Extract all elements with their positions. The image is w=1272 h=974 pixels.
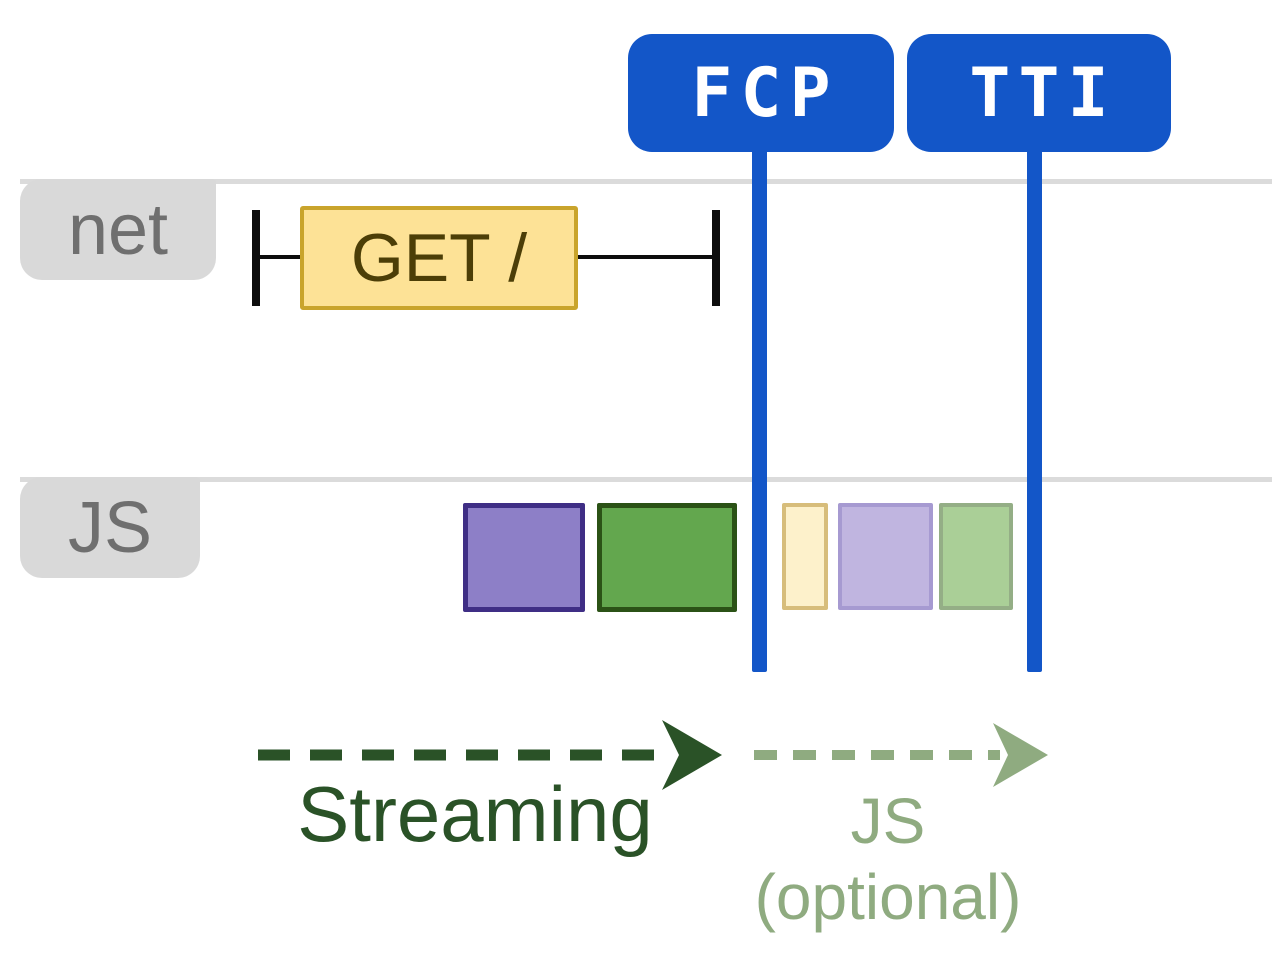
js-optional-arrow bbox=[754, 723, 1048, 787]
js-lane-label: JS bbox=[67, 487, 153, 568]
js-task-block bbox=[597, 503, 737, 612]
fcp-badge: FCP bbox=[628, 34, 894, 152]
request-box: GET / bbox=[300, 206, 578, 310]
js-task-block bbox=[939, 503, 1013, 610]
js-lane-tab: JS bbox=[20, 477, 200, 578]
js-task-block bbox=[782, 503, 828, 610]
js-lane-line bbox=[20, 477, 1272, 482]
net-lane-line bbox=[20, 179, 1272, 184]
js-task-block bbox=[838, 503, 933, 610]
net-lane-label: net bbox=[67, 189, 169, 270]
streaming-phase-label: Streaming bbox=[297, 770, 653, 858]
tti-badge: TTI bbox=[907, 34, 1171, 152]
request-start-tick bbox=[252, 210, 260, 306]
tti-marker-line bbox=[1027, 140, 1042, 672]
js-optional-phase-label: JS bbox=[850, 785, 926, 857]
fcp-badge-label: FCP bbox=[691, 53, 839, 133]
fcp-marker-line bbox=[752, 140, 767, 672]
request-end-tick bbox=[712, 210, 720, 306]
request-label: GET / bbox=[350, 220, 528, 296]
js-task-block bbox=[463, 503, 585, 612]
tti-badge-label: TTI bbox=[969, 53, 1117, 133]
net-lane-tab: net bbox=[20, 179, 216, 280]
js-optional-phase-sublabel: (optional) bbox=[754, 861, 1022, 933]
